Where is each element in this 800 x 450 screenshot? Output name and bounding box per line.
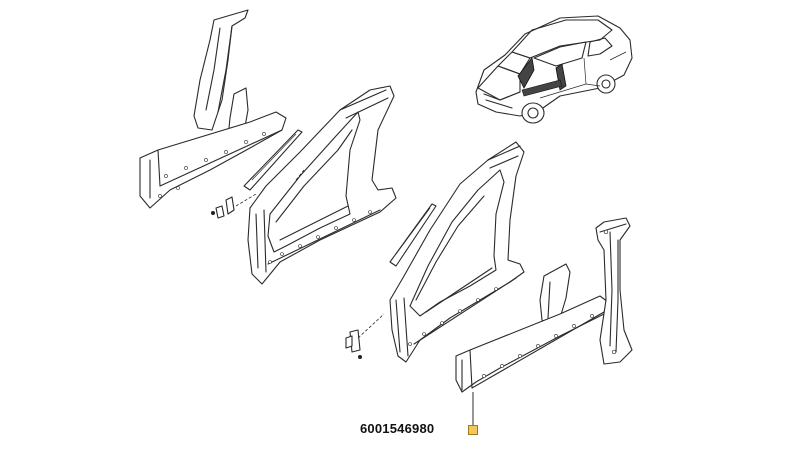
reference-car — [475, 15, 633, 124]
right-b-pillar — [595, 217, 633, 365]
part-number-label: 6001546980 — [360, 421, 435, 436]
weatherstrip-lower — [389, 203, 437, 267]
clip-right — [345, 313, 385, 359]
middle-side-frame — [247, 85, 397, 285]
lower-side-frame — [389, 141, 525, 363]
clip-left — [211, 193, 257, 219]
upper-left-pillar-assembly — [139, 9, 287, 209]
inner-pillar-sill-part — [455, 263, 609, 393]
part-callout-marker[interactable] — [468, 425, 478, 435]
weatherstrip-upper — [243, 129, 303, 191]
